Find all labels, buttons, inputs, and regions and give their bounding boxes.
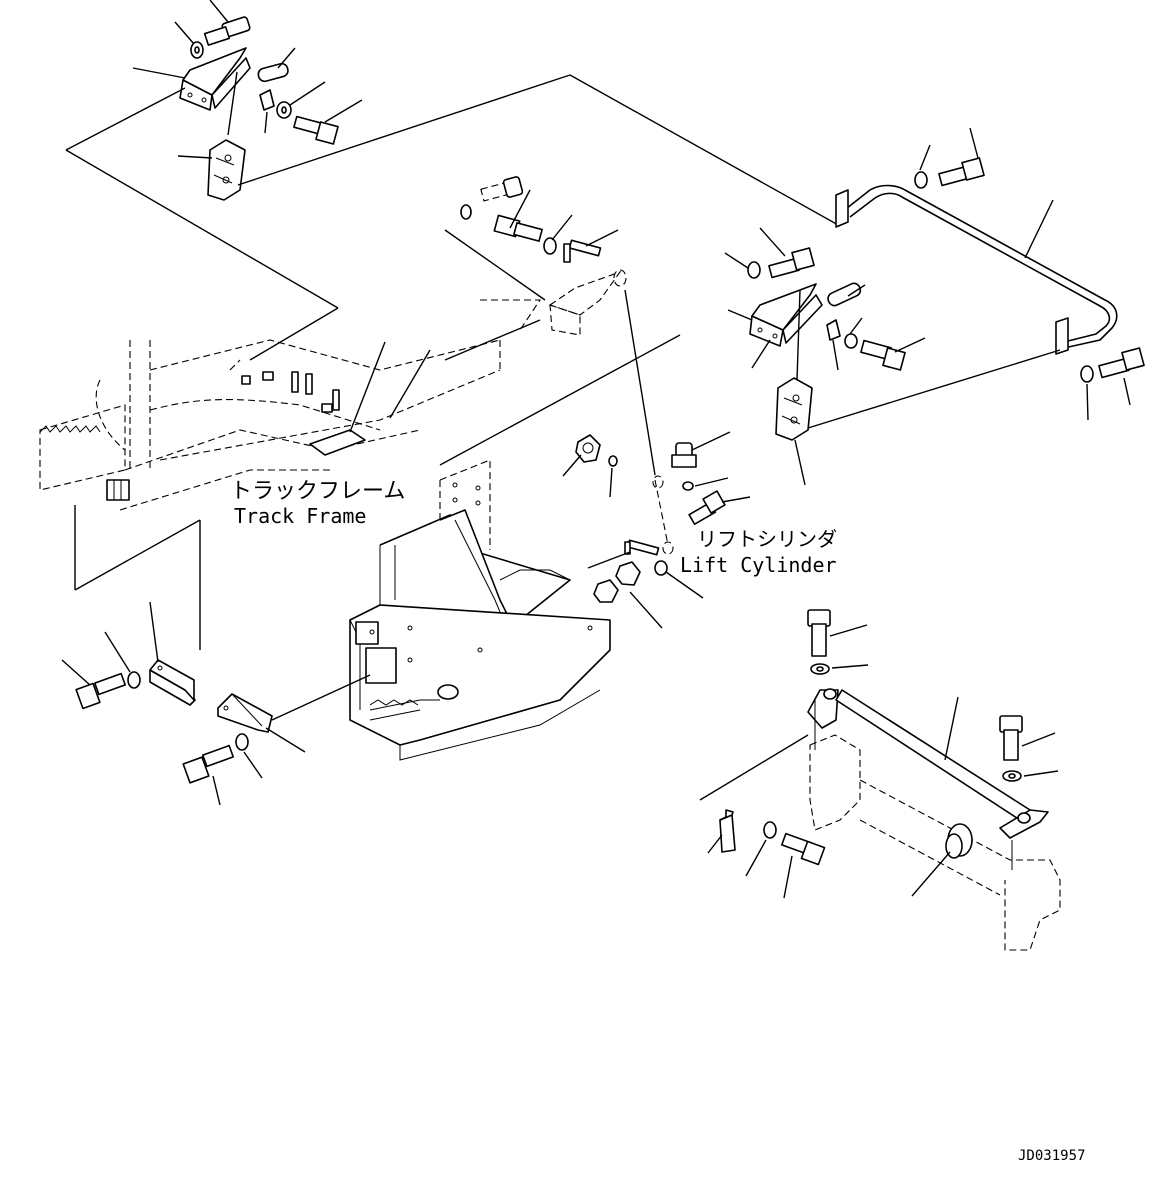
pin <box>257 62 289 83</box>
top-left-bracket-assembly <box>65 0 841 361</box>
lock-clip <box>259 89 275 111</box>
connector-fitting <box>671 442 697 468</box>
bolt <box>938 157 985 187</box>
mount-bracket <box>749 283 823 347</box>
drawing-id: JD031957 <box>1018 1148 1085 1164</box>
main-frame <box>349 459 611 761</box>
o-ring <box>608 455 618 467</box>
bolt <box>493 214 543 242</box>
washer <box>276 101 292 119</box>
bolt <box>293 115 339 145</box>
track-frame-outline <box>39 299 542 650</box>
bolt <box>807 609 831 657</box>
pivot-pin <box>945 823 973 859</box>
elbow-fitting <box>575 434 601 463</box>
center-bracket-assembly <box>439 176 681 476</box>
lower-right-assembly <box>699 609 1061 951</box>
washer <box>747 261 761 279</box>
o-ring <box>682 481 694 491</box>
cylinder-rod <box>652 475 674 555</box>
lift-cylinder-fittings <box>562 431 751 629</box>
bolt <box>688 490 726 525</box>
washer <box>235 733 249 751</box>
bolt <box>768 247 815 279</box>
track-frame-label-jp: トラックフレーム <box>230 479 405 504</box>
guide-block <box>775 377 813 441</box>
bolt <box>182 744 235 784</box>
washer <box>763 821 777 839</box>
bracket <box>149 659 196 706</box>
pin <box>624 539 660 556</box>
nut <box>593 561 641 603</box>
washer <box>844 333 858 349</box>
rod-bracket <box>807 688 1049 839</box>
washer <box>543 237 557 255</box>
pin <box>563 239 602 263</box>
bolt <box>999 715 1023 761</box>
lock-clip <box>826 319 841 341</box>
lift-cylinder-label-jp: リフトシリンダ <box>697 527 837 551</box>
shim-plate <box>719 809 736 853</box>
bolt <box>480 176 524 202</box>
bolt <box>203 16 251 46</box>
mount-bracket <box>179 47 251 111</box>
top-right-bracket-assembly <box>724 127 1145 486</box>
guide-block <box>207 139 246 201</box>
stabilizer-bar <box>835 184 1118 355</box>
bolt <box>780 832 826 866</box>
lift-cylinder-label-en: Lift Cylinder <box>680 553 837 577</box>
mount-plate <box>548 269 627 336</box>
bolt <box>75 672 127 710</box>
washer <box>460 204 472 220</box>
track-frame-label-en: Track Frame <box>234 504 366 528</box>
washer <box>914 171 928 189</box>
bolt <box>1098 347 1145 379</box>
washer <box>127 671 141 689</box>
washer <box>654 560 668 576</box>
pin <box>827 282 862 307</box>
lower-left-brackets <box>61 601 371 806</box>
washer <box>1080 365 1094 383</box>
bolt <box>860 339 906 371</box>
washer <box>190 41 204 59</box>
bracket <box>217 693 273 733</box>
